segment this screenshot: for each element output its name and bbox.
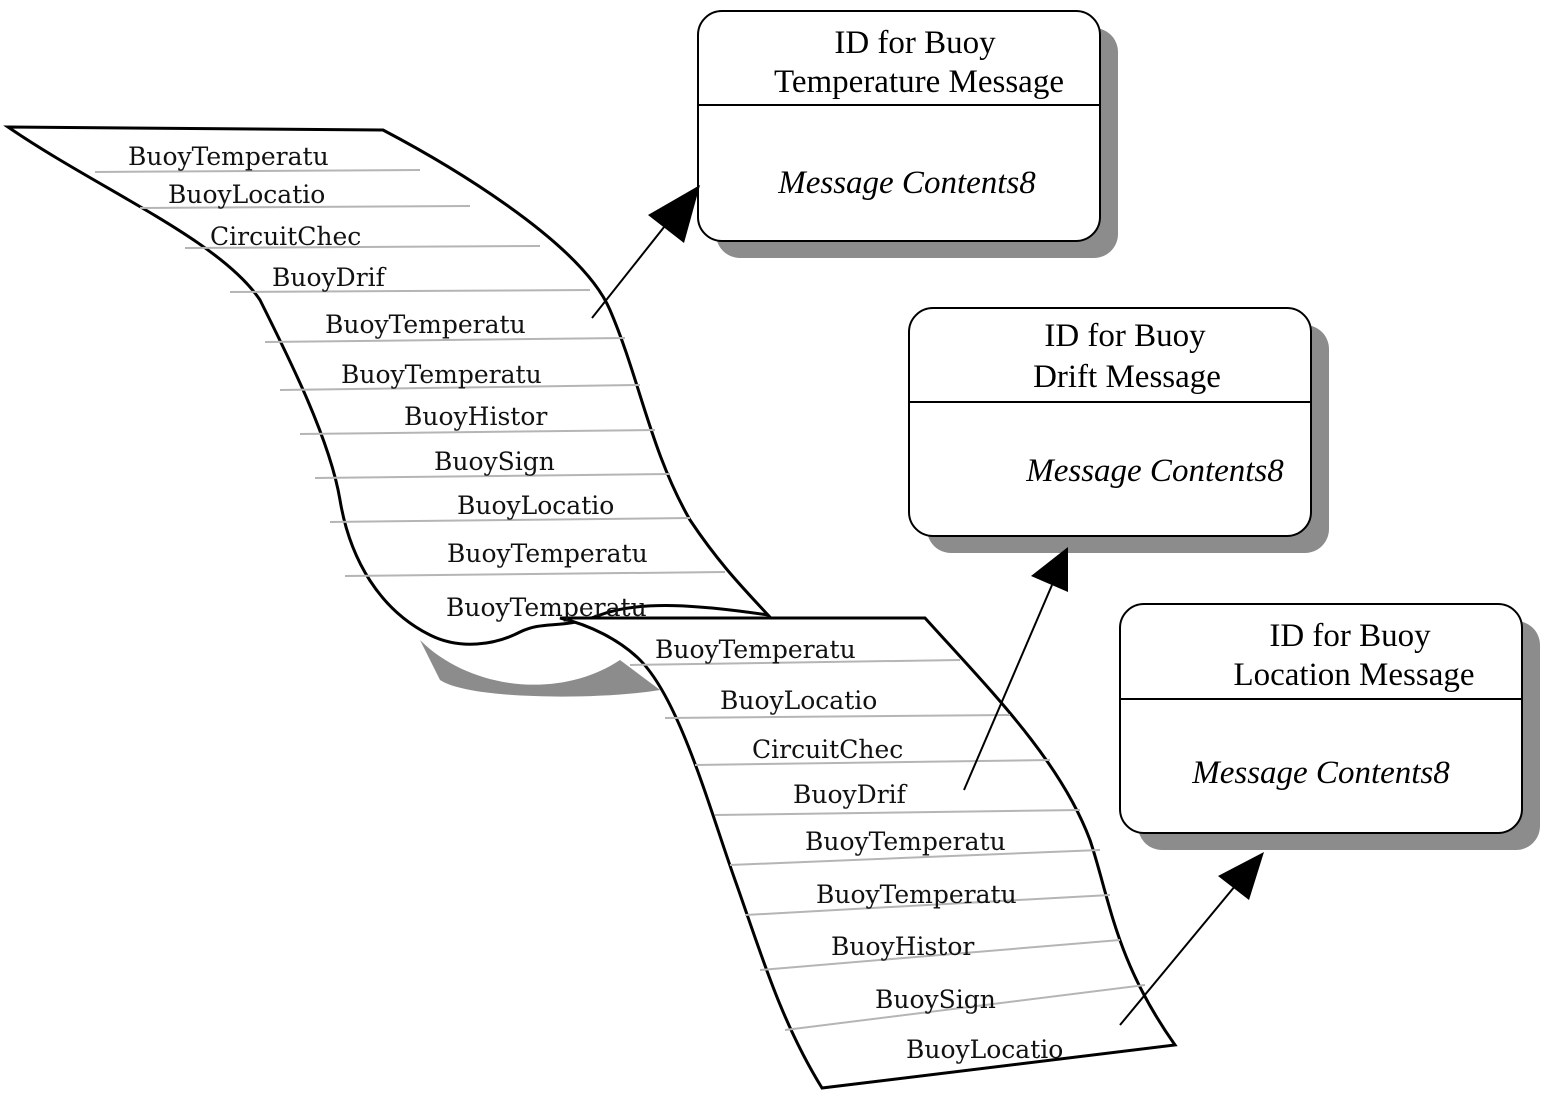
tape-entry: BuoyLocatio (720, 686, 877, 715)
box-title-line2: Temperature Message (774, 64, 1064, 100)
tape-entry: BuoyLocatio (457, 491, 614, 520)
tape-entry: BuoyTemperatu (325, 310, 526, 339)
arrow-to-drift (963, 584, 1053, 791)
drift-message-box: ID for Buoy Drift Message Message Conten… (908, 307, 1329, 553)
box-contents: Message Contents8 (1191, 755, 1450, 791)
tape-entry: BuoySign (434, 447, 555, 476)
box-title-line1: ID for Buoy (1269, 618, 1431, 654)
arrow-to-location (1119, 879, 1241, 1026)
tape-upper-entries: BuoyTemperatu BuoyLocatio CircuitChec Bu… (128, 142, 648, 622)
tape-entry: BuoyHistor (831, 932, 974, 961)
tape-entry: BuoySign (875, 985, 996, 1014)
tape-lower-rules (629, 659, 1146, 1031)
box-frame (1119, 603, 1523, 834)
box-frame (908, 307, 1312, 537)
box-frame (697, 10, 1101, 242)
box-title-line1: ID for Buoy (834, 25, 996, 61)
arrowhead-icon (1031, 547, 1068, 592)
tape-entry: BuoyHistor (404, 402, 547, 431)
arrows (591, 185, 1264, 1026)
box-contents: Message Contents8 (777, 165, 1036, 201)
tape-upper-rules (94, 169, 726, 577)
tape-entry: BuoyTemperatu (341, 360, 542, 389)
box-title-line2: Drift Message (1033, 359, 1221, 395)
tape-entry: BuoyDrif (793, 780, 908, 809)
arrowhead-icon (1218, 852, 1264, 900)
tape-entry: CircuitChec (210, 222, 361, 251)
tape-entry: CircuitChec (752, 735, 903, 764)
tape-entry: BuoyLocatio (168, 180, 325, 209)
location-message-box: ID for Buoy Location Message Message Con… (1119, 603, 1540, 850)
tape-entry: BuoyTemperatu (446, 593, 647, 622)
tape-entry: BuoyTemperatu (655, 635, 856, 664)
tape-entry: BuoyTemperatu (805, 827, 1006, 856)
temperature-message-box: ID for Buoy Temperature Message Message … (697, 10, 1118, 258)
box-title-line1: ID for Buoy (1044, 318, 1206, 354)
tape-lower-entries: BuoyTemperatu BuoyLocatio CircuitChec Bu… (655, 635, 1063, 1064)
arrowhead-icon (648, 185, 700, 243)
box-title-line2: Location Message (1233, 657, 1474, 693)
tape-entry: BuoyTemperatu (447, 539, 648, 568)
tape-entry: BuoyLocatio (906, 1035, 1063, 1064)
tape-entry: BuoyDrif (272, 263, 387, 292)
tape-entry: BuoyTemperatu (816, 880, 1017, 909)
arrow-to-temperature (591, 216, 673, 319)
box-contents: Message Contents8 (1025, 453, 1284, 489)
tape-lower-sheet (559, 616, 1178, 1090)
tape-shadow (420, 640, 660, 697)
tape-entry: BuoyTemperatu (128, 142, 329, 171)
